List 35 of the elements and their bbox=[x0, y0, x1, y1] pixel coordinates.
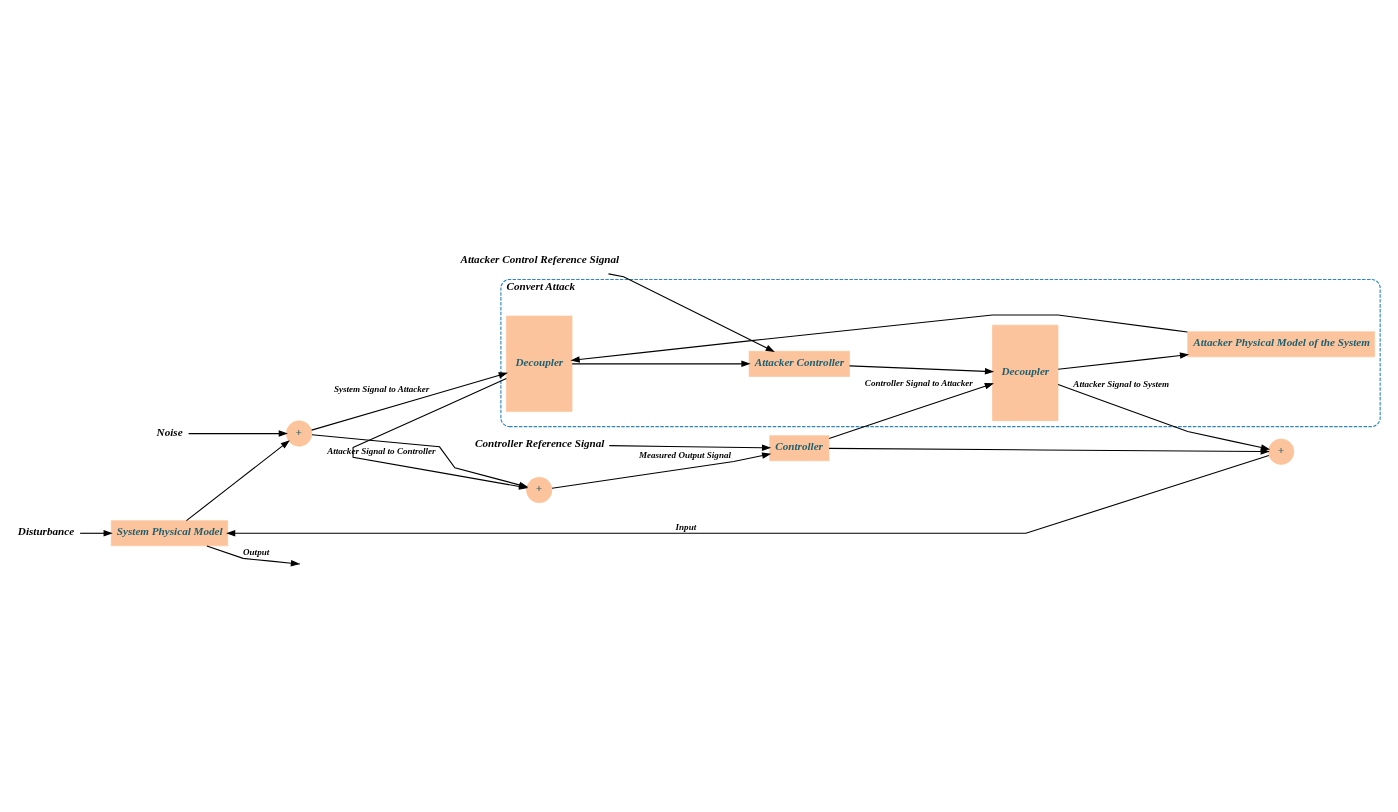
arrow bbox=[551, 451, 772, 489]
arrow bbox=[849, 364, 995, 375]
arrow bbox=[828, 382, 994, 439]
arrow bbox=[608, 444, 772, 451]
arrow bbox=[1057, 351, 1190, 370]
arrow bbox=[607, 272, 775, 352]
node-box: Attacker Physical Model of the System bbox=[1187, 330, 1375, 357]
arrow bbox=[570, 313, 1188, 363]
arrow bbox=[206, 544, 301, 566]
edge-label: Output bbox=[243, 546, 270, 557]
node-circle: + bbox=[286, 419, 313, 447]
node-circle: + bbox=[526, 476, 553, 503]
arrow bbox=[828, 447, 1270, 455]
node-text: Attacker Control Reference Signal bbox=[460, 252, 620, 265]
node-box: Attacker Controller bbox=[748, 350, 850, 377]
arrow bbox=[226, 454, 1270, 536]
arrow bbox=[188, 429, 288, 437]
edge-label: Controller Signal to Attacker bbox=[864, 377, 973, 388]
arrow bbox=[311, 371, 508, 431]
node-box: Decoupler bbox=[506, 315, 573, 412]
node-box: System Physical Model bbox=[110, 519, 229, 546]
node-text: Controller Reference Signal bbox=[475, 436, 605, 449]
node-circle: + bbox=[1268, 438, 1295, 465]
node-box: Decoupler bbox=[992, 324, 1059, 421]
node-box: Controller bbox=[769, 434, 830, 461]
edge-label: Attacker Signal to System bbox=[1073, 378, 1170, 389]
arrow bbox=[79, 529, 113, 536]
edge-label: System Signal to Attacker bbox=[333, 383, 430, 394]
edge-label: Measured Output Signal bbox=[638, 449, 731, 460]
arrow bbox=[1057, 383, 1271, 451]
node-text: Disturbance bbox=[17, 524, 75, 537]
arrow bbox=[571, 360, 751, 367]
node-text: Noise bbox=[156, 425, 183, 438]
arrow bbox=[185, 439, 290, 521]
edge-label: Input bbox=[675, 521, 697, 532]
